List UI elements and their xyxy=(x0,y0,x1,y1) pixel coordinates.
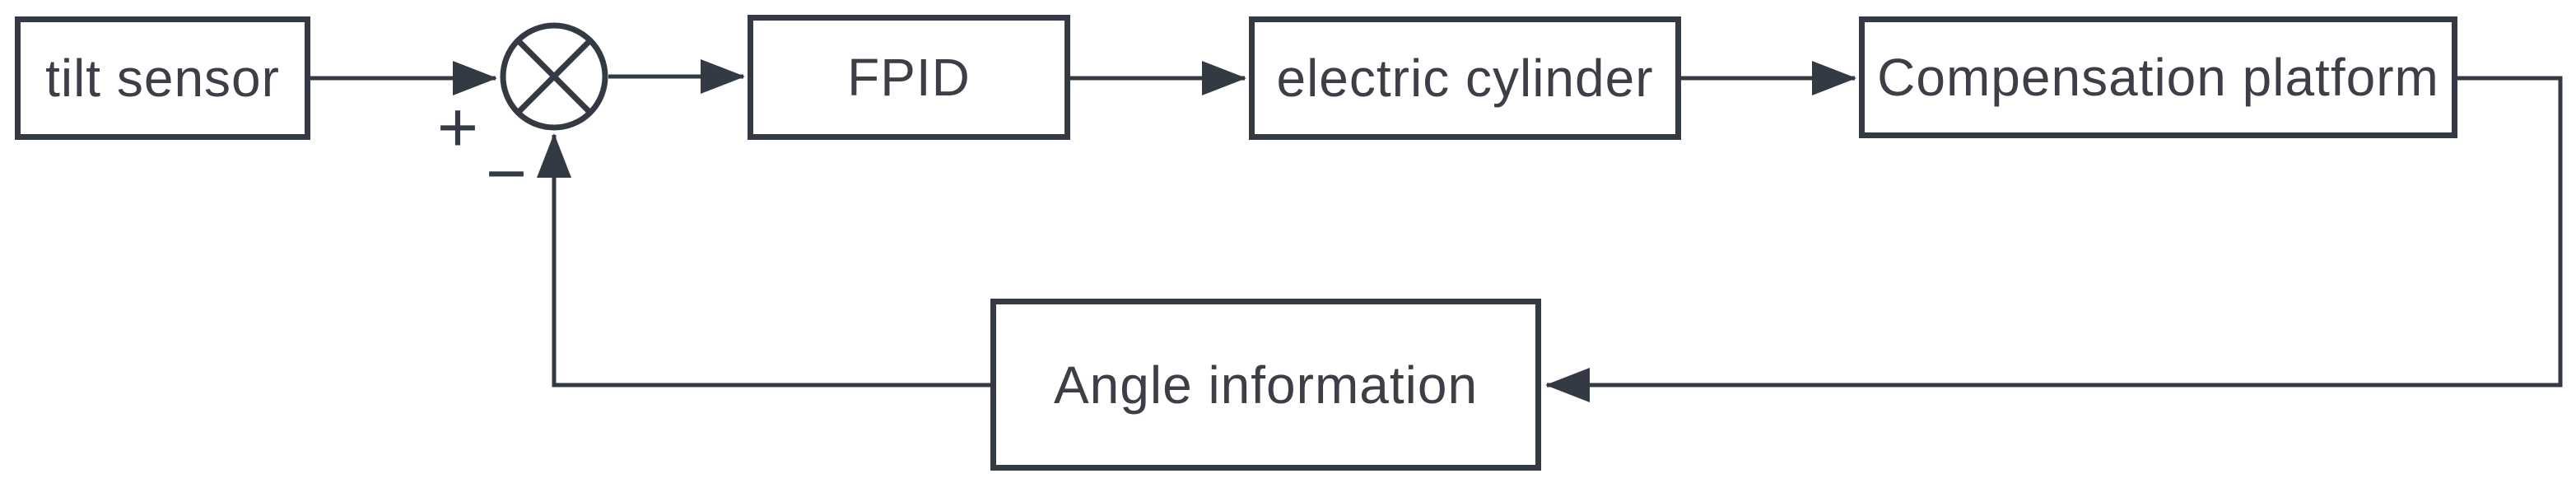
block-angle-information: Angle information xyxy=(990,299,1541,471)
block-fpid: FPID xyxy=(748,15,1070,140)
block-fpid-label: FPID xyxy=(847,48,971,107)
block-compensation-platform-label: Compensation platform xyxy=(1877,48,2439,107)
block-angle-information-label: Angle information xyxy=(1053,355,1479,415)
block-compensation-platform: Compensation platform xyxy=(1859,16,2457,138)
block-tilt-sensor-label: tilt sensor xyxy=(45,49,280,108)
plus-sign-label: + xyxy=(436,88,479,167)
block-electric-cylinder: electric cylinder xyxy=(1249,16,1681,140)
arrow-compensation-to-angle-information xyxy=(1545,76,2563,402)
block-electric-cylinder-label: electric cylinder xyxy=(1276,49,1654,108)
block-tilt-sensor: tilt sensor xyxy=(15,16,310,140)
arrow-angle-information-to-junction xyxy=(537,133,990,388)
minus-sign-label: − xyxy=(485,134,528,213)
summing-junction-icon xyxy=(500,22,608,131)
